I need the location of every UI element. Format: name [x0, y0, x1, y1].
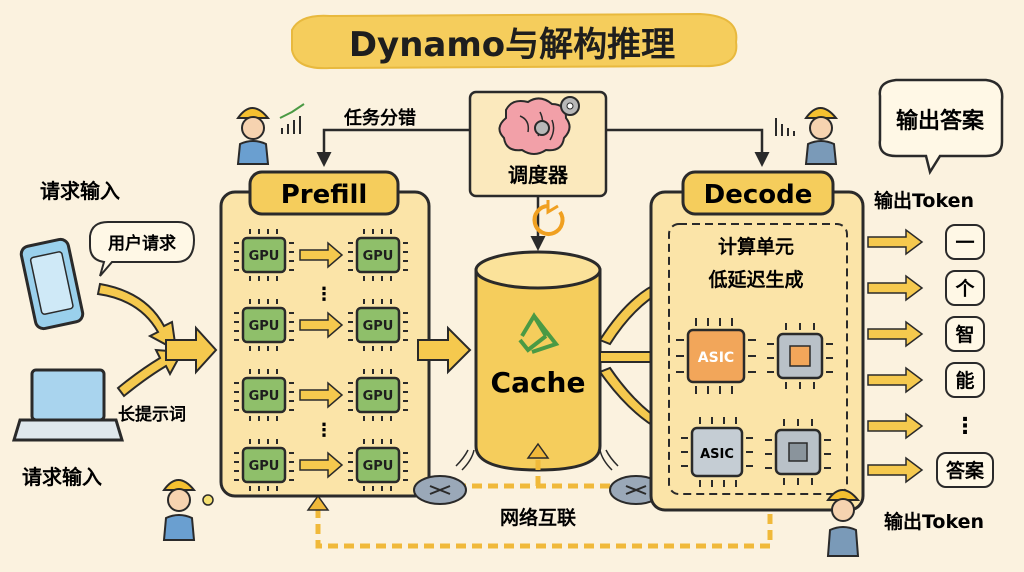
- ellipsis: ⋮: [315, 420, 333, 441]
- gpu-label: GPU: [363, 389, 394, 404]
- output-token-label-bottom: 输出Token: [884, 510, 984, 533]
- token-text: ⋮: [954, 414, 976, 439]
- token-text: 智: [955, 323, 974, 346]
- user-request-text: 用户请求: [108, 233, 176, 254]
- gpu-label: GPU: [363, 249, 394, 264]
- asic-label: ASIC: [698, 350, 734, 366]
- token-text: 能: [955, 369, 974, 392]
- worker-icon: [826, 489, 861, 557]
- gpu-grid: GPU GPU GPU GPU GPU GPU GPU GPU ⋮ ⋮: [234, 229, 408, 491]
- brain-gear-icon: [498, 96, 580, 155]
- token-text: 一: [955, 232, 974, 254]
- token-arrow: [867, 412, 924, 440]
- output-token: 答案: [867, 452, 994, 488]
- page-title: Dynamo与解构推理: [349, 25, 675, 65]
- low-latency-label: 低延迟生成: [707, 268, 803, 291]
- prefill-label: Prefill: [281, 180, 368, 210]
- long-prompt-text: 长提示词: [118, 404, 186, 425]
- network-label: 网络互联: [500, 506, 576, 529]
- gpu-chip-icon: GPU: [348, 439, 408, 491]
- gpu-chip-icon: GPU: [348, 229, 408, 281]
- ellipsis: ⋮: [315, 284, 333, 305]
- gpu-chip-icon: GPU: [234, 299, 294, 351]
- asic-chip-icon: ASIC: [676, 318, 756, 394]
- worker-icon: [162, 479, 214, 541]
- refresh-icon: [532, 200, 565, 236]
- cache-label: Cache: [491, 366, 586, 399]
- flow-arrow: [299, 241, 344, 269]
- request-input-label-top: 请求输入: [40, 179, 120, 203]
- task-split-label: 任务分错: [343, 107, 416, 129]
- gpu-label: GPU: [249, 249, 280, 264]
- gpu-label: GPU: [363, 459, 394, 474]
- token-arrow: [867, 228, 924, 256]
- decode-label: Decode: [704, 180, 813, 210]
- scheduler-lines: [316, 128, 770, 251]
- gpu-label: GPU: [249, 319, 280, 334]
- cache-cylinder: Cache: [474, 250, 602, 472]
- flow-arrow: [299, 381, 344, 409]
- asic-label: ASIC: [700, 447, 734, 462]
- gpu-chip-icon: GPU: [234, 229, 294, 281]
- flow-arrow: [299, 451, 344, 479]
- output-answer-bubble: 输出答案: [878, 78, 1004, 176]
- laptop-icon: [11, 368, 125, 442]
- network-up-arrowhead: [526, 442, 550, 459]
- output-token: 智: [867, 316, 985, 352]
- gpu-chip-icon: GPU: [234, 369, 294, 421]
- token-arrow: [867, 456, 924, 484]
- input-arrows: [96, 282, 218, 398]
- recycle-icon: [518, 312, 560, 354]
- token-arrow: [867, 366, 924, 394]
- asic-chip-icon: ASIC: [681, 417, 753, 487]
- token-text: 个: [954, 278, 975, 300]
- output-token: ⋮: [867, 412, 976, 440]
- token-text: 答案: [946, 459, 985, 482]
- network-return-arrowhead: [306, 494, 330, 511]
- gpu-chip-icon: GPU: [348, 299, 408, 351]
- user-request-bubble: 用户请求: [89, 221, 196, 277]
- prefill-to-cache-arrow: [417, 325, 472, 375]
- token-arrow: [867, 274, 924, 302]
- output-token: 一: [867, 224, 985, 260]
- chip-icon: [765, 419, 831, 485]
- scheduler-label: 调度器: [508, 163, 569, 187]
- request-input-label-bottom: 请求输入: [22, 465, 102, 489]
- phone-icon: [19, 237, 85, 331]
- gpu-label: GPU: [249, 459, 280, 474]
- gpu-label: GPU: [249, 389, 280, 404]
- gpu-chip-icon: GPU: [348, 369, 408, 421]
- worker-icon: [804, 107, 839, 165]
- output-answer-text: 输出答案: [896, 108, 985, 134]
- output-token: 个: [867, 270, 985, 306]
- network-links: [315, 454, 773, 549]
- chart-icon: [775, 118, 795, 136]
- title-banner: Dynamo与解构推理: [291, 12, 738, 70]
- flow-arrow: [299, 311, 344, 339]
- output-token: 能: [867, 362, 985, 398]
- chip-icon: [767, 323, 833, 389]
- router-icon: [413, 449, 475, 505]
- scheduler-box: 调度器: [468, 90, 608, 198]
- chart-icon: [279, 103, 305, 134]
- gpu-label: GPU: [363, 319, 394, 334]
- compute-unit-label: 计算单元: [718, 235, 794, 258]
- output-token-label-top: 输出Token: [874, 189, 974, 212]
- token-arrow: [867, 320, 924, 348]
- worker-icon: [236, 107, 271, 165]
- gpu-chip-icon: GPU: [234, 439, 294, 491]
